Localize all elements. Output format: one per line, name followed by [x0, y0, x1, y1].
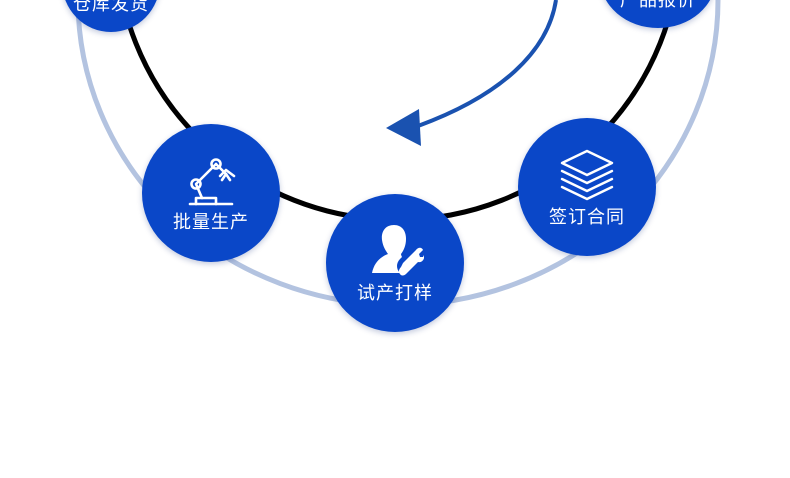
node-label-warehouse-shipping: 仓库发货: [73, 0, 149, 15]
layers-stack-icon: [560, 149, 614, 201]
flow-arrowhead: [386, 109, 421, 146]
flow-arrow-curve: [417, 0, 558, 128]
node-batch-production: 批量生产: [142, 124, 280, 262]
person-wrench-icon: [372, 225, 424, 276]
node-trial-sampling: 试产打样: [326, 194, 464, 332]
node-sign-contract: 签订合同: [518, 118, 656, 256]
node-label-batch-production: 批量生产: [173, 212, 249, 233]
robot-arm-icon: [188, 158, 236, 206]
node-label-trial-sampling: 试产打样: [357, 283, 433, 304]
node-label-sign-contract: 签订合同: [549, 207, 625, 228]
node-label-product-quote: 产品报价: [620, 0, 696, 11]
